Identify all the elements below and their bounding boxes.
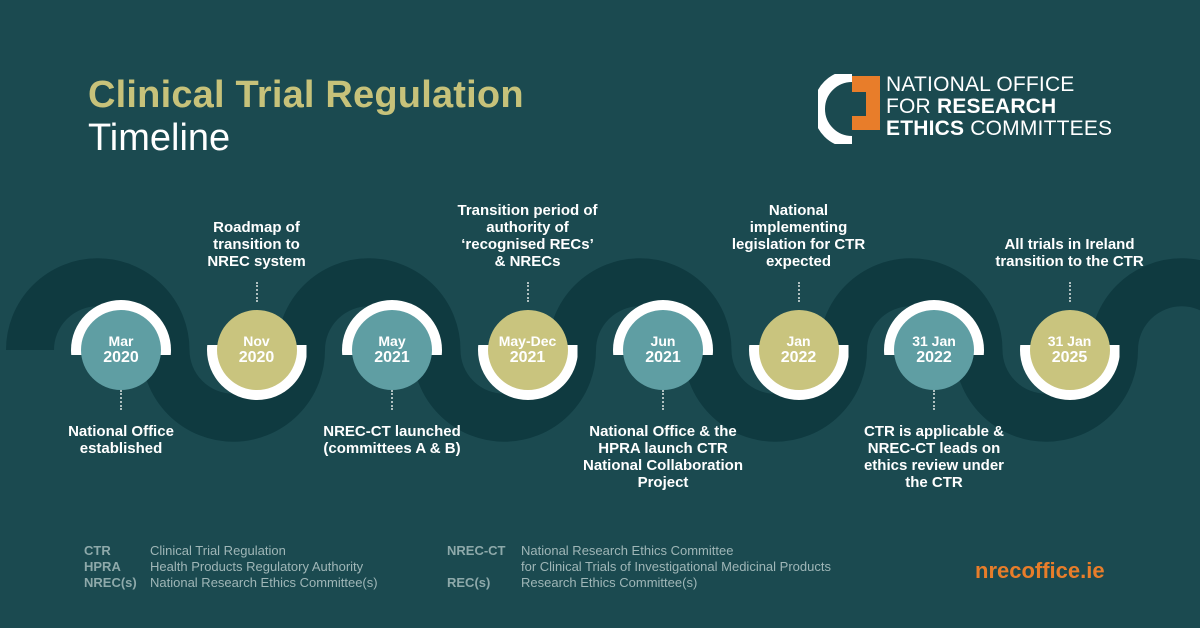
milestone-connector [120, 390, 122, 410]
milestone-event: Transition period of authority of ‘recog… [457, 202, 598, 270]
legend-spacer [447, 559, 521, 575]
legend-row: for Clinical Trials of Investigational M… [447, 559, 831, 575]
milestone-date-top: May [378, 333, 406, 349]
milestone-date-top: Jan [786, 333, 811, 349]
milestone-date-year: 2021 [509, 349, 546, 366]
milestone-date-year: 2022 [916, 349, 952, 366]
page-title: Clinical Trial Regulation [88, 74, 524, 116]
logo-line-2-pre: FOR [886, 95, 937, 118]
milestone-date-year: 2022 [780, 349, 817, 366]
milestone-date-top: May-Dec [498, 333, 557, 349]
legend-abbreviation: CTR [84, 543, 111, 558]
legend-definition: Clinical Trial Regulation [150, 543, 286, 558]
milestone-event: National implementing legislation for CT… [731, 202, 866, 270]
logo-text: NATIONAL OFFICE FOR RESEARCH ETHICS COMM… [886, 74, 1112, 140]
legend-definition: National Research Ethics Committee(s) [150, 575, 378, 590]
milestone-event: National Office established [68, 423, 174, 457]
milestone-connector [255, 282, 258, 302]
legend-row: CTR Clinical Trial Regulation [84, 543, 378, 559]
legend-definition: National Research Ethics Committee [521, 543, 734, 558]
milestone-connector [391, 390, 393, 410]
legend-row: NREC(s) National Research Ethics Committe… [84, 575, 378, 591]
logo-line-2-bold: RESEARCH [936, 95, 1057, 118]
milestone-date-year: 2020 [103, 349, 139, 366]
milestone-date-year: 2025 [1051, 349, 1088, 366]
organisation-logo: NATIONAL OFFICE FOR RESEARCH ETHICS COMM… [818, 74, 1118, 144]
milestone-event: CTR is applicable & NREC-CT leads on eth… [863, 423, 1005, 491]
milestone-event: National Office & the HPRA launch CTR Na… [582, 423, 743, 491]
milestone-event: All trials in Ireland transition to the … [995, 236, 1144, 270]
milestone-connector [933, 390, 935, 410]
legend-abbreviation: REC(s) [447, 575, 491, 590]
milestone-date-top: 31 Jan [912, 333, 956, 349]
logo-line-3: ETHICS COMMITTEES [886, 118, 1112, 140]
milestone-date-top: Jun [650, 333, 676, 349]
logo-line-2: FOR RESEARCH [886, 96, 1112, 118]
milestone-event: Roadmap of transition to NREC system [207, 219, 306, 270]
milestone-connector [662, 390, 664, 410]
legend-abbreviation: NREC-CT [447, 543, 506, 558]
legend-definition: Research Ethics Committee(s) [521, 575, 698, 590]
milestone-date-top: Nov [243, 333, 270, 349]
legend-abbreviation: HPRA [84, 559, 121, 574]
logo-line-1: NATIONAL OFFICE [886, 73, 1075, 96]
legend-definition: for Clinical Trials of Investigational M… [521, 559, 831, 574]
milestone-connector [1068, 282, 1071, 302]
legend-row: HPRA Health Products Regulatory Authority [84, 559, 378, 575]
milestone-date-top: 31 Jan [1047, 333, 1092, 349]
website-link[interactable]: nrecoffice.ie [975, 558, 1105, 583]
legend-row: REC(s) Research Ethics Committee(s) [447, 575, 831, 591]
milestone-connector [526, 282, 529, 302]
milestone-date-year: 2021 [374, 349, 410, 366]
logo-line-3-post: COMMITTEES [964, 117, 1113, 140]
logo-mark-icon [818, 74, 880, 144]
milestone-connector [797, 282, 800, 302]
legend-abbreviation: NREC(s) [84, 575, 137, 590]
milestone-date-year: 2020 [238, 349, 275, 366]
timeline-band [6, 258, 1200, 442]
page-subtitle: Timeline [88, 117, 231, 159]
legend-definition: Health Products Regulatory Authority [150, 559, 364, 574]
legend-row: NREC-CT National Research Ethics Committe… [447, 543, 831, 559]
title-block: Clinical Trial Regulation Timeline [88, 72, 524, 158]
milestone-date-year: 2021 [645, 349, 681, 366]
milestone-date-top: Mar [108, 333, 134, 349]
legend-right: NREC-CT National Research Ethics Committe… [447, 543, 831, 591]
milestone-event: NREC-CT launched (committees A & B) [323, 423, 461, 457]
logo-line-3-bold: ETHICS [886, 117, 965, 140]
